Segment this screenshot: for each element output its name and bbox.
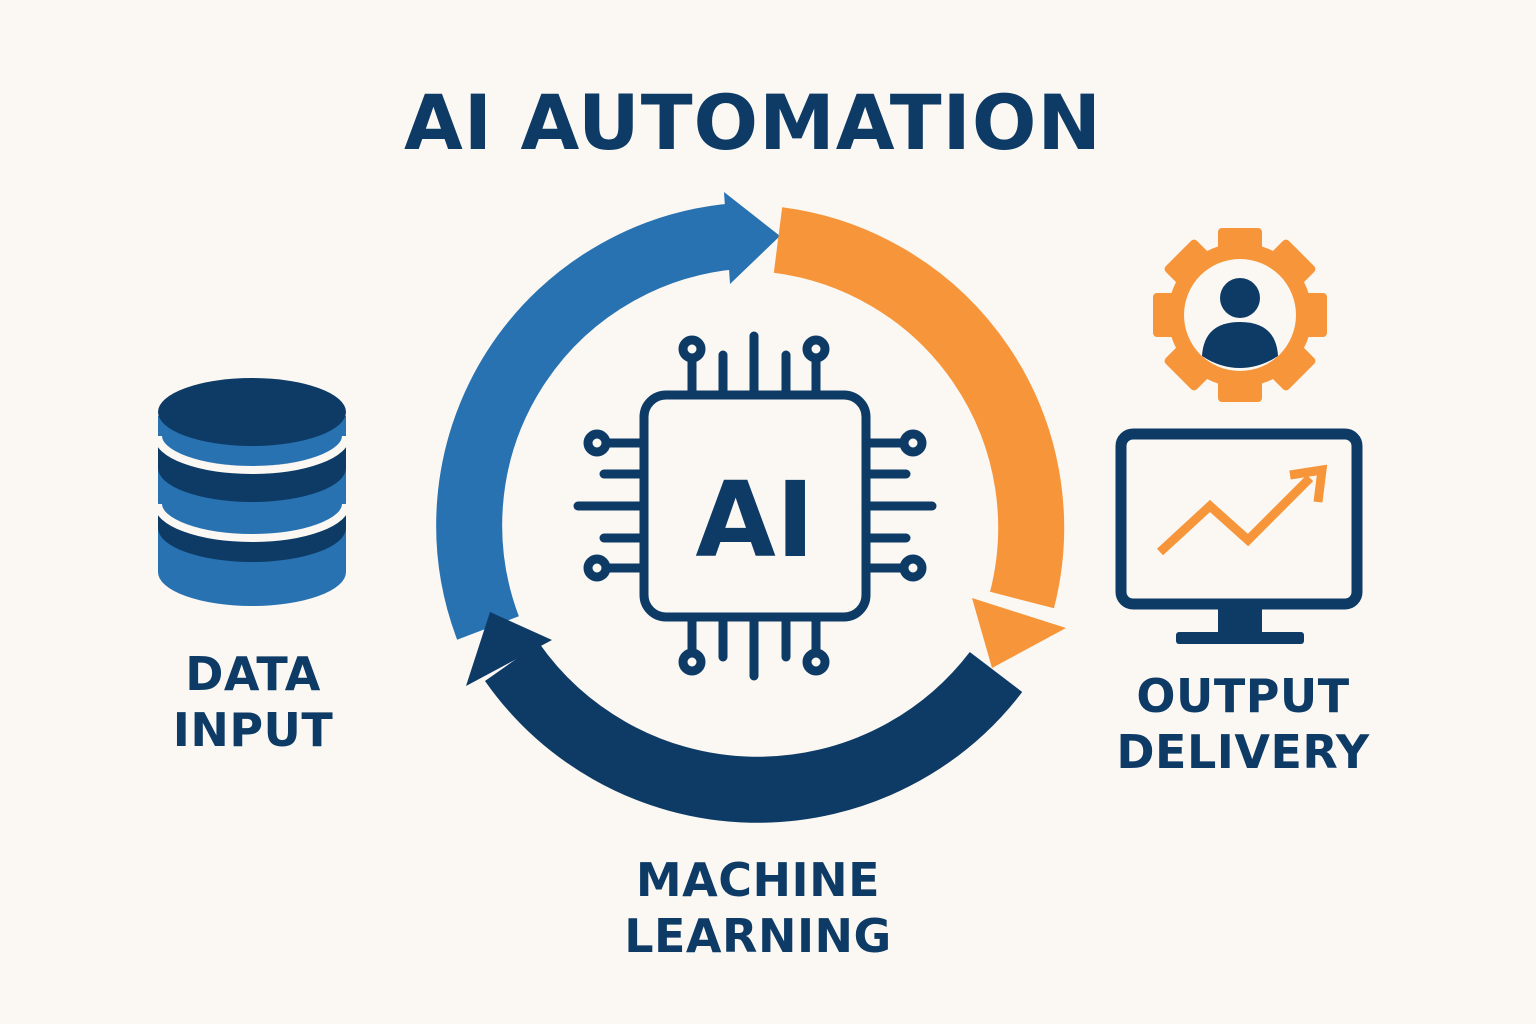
- orange-arrowhead: [972, 598, 1066, 668]
- blue-arc-arrow: [436, 203, 741, 640]
- database-icon: [154, 378, 350, 606]
- cycle-arrows: [436, 192, 1066, 823]
- data-input-label: DATA INPUT: [172, 647, 334, 757]
- machine-learning-label: MACHINE LEARNING: [624, 853, 892, 963]
- trend-line: [1156, 474, 1314, 556]
- navy-arrowhead: [466, 612, 552, 686]
- blue-arrowhead: [724, 192, 780, 284]
- page-title: AI AUTOMATION: [403, 78, 1103, 167]
- user-icon: [1202, 278, 1278, 368]
- gear-user-icon: [1153, 228, 1327, 402]
- output-delivery-label: OUTPUT DELIVERY: [1116, 669, 1370, 779]
- orange-arc-arrow: [773, 207, 1065, 609]
- navy-arc-arrow: [484, 642, 1023, 823]
- monitor-chart-icon: [1115, 428, 1363, 644]
- chip-label: AI: [695, 459, 814, 581]
- ai-chip-icon: [573, 331, 937, 681]
- trend-arrowhead: [1289, 464, 1328, 503]
